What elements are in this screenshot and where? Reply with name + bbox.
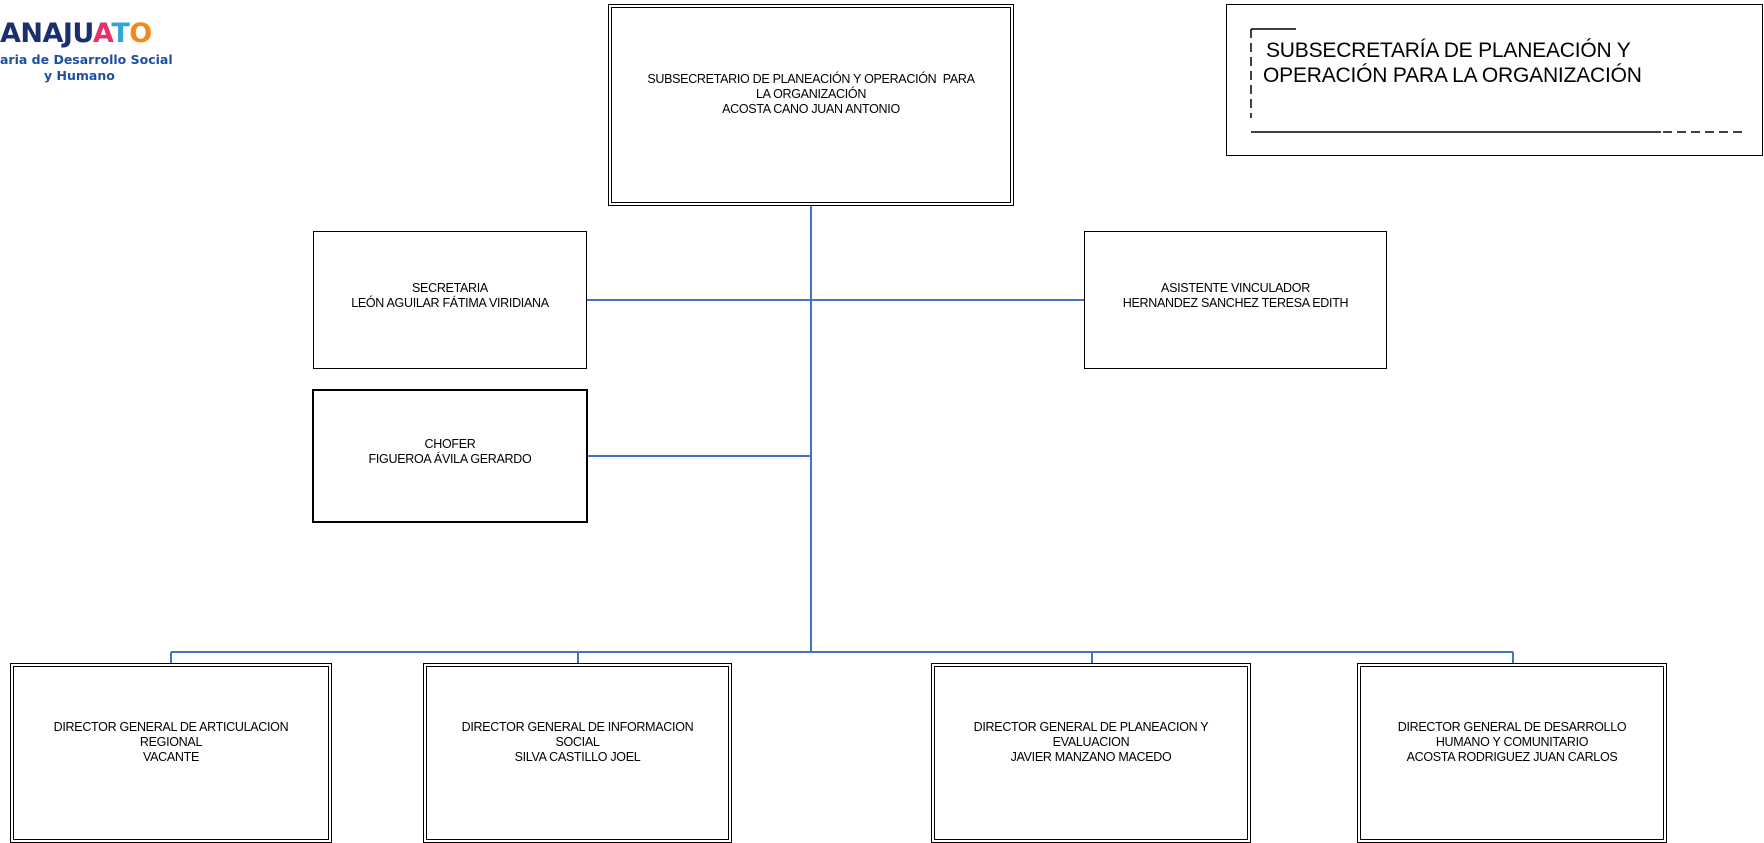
node-chofer: CHOFER FIGUEROA ÁVILA GERARDO	[312, 389, 588, 523]
node-director-4-name: ACOSTA RODRIGUEZ JUAN CARLOS	[1406, 749, 1618, 764]
node-head-title-line1: SUBSECRETARIO DE PLANEACIÓN Y OPERACIÓN …	[647, 71, 975, 86]
logo-subtitle-line2: y Humano	[44, 68, 115, 83]
organization-logo: ANAJUATO aria de Desarrollo Social y Hum…	[0, 18, 200, 88]
node-director-2-title-line1: DIRECTOR GENERAL DE INFORMACION	[461, 719, 694, 734]
node-asistente-name: HERNANDEZ SANCHEZ TERESA EDITH	[1122, 296, 1349, 310]
node-director-articulacion-regional: DIRECTOR GENERAL DE ARTICULACION REGIONA…	[10, 663, 332, 843]
page-title: SUBSECRETARÍA DE PLANEACIÓN Y OPERACIÓN …	[1263, 38, 1642, 88]
node-director-2-title-line2: SOCIAL	[555, 734, 600, 749]
node-asistente-title: ASISTENTE VINCULADOR	[1161, 281, 1310, 295]
node-director-1-title-line1: DIRECTOR GENERAL DE ARTICULACION	[53, 719, 289, 734]
node-director-informacion-social: DIRECTOR GENERAL DE INFORMACION SOCIAL S…	[423, 663, 732, 843]
title-block-frame	[1226, 4, 1763, 156]
node-director-4-title-line1: DIRECTOR GENERAL DE DESARROLLO	[1397, 719, 1627, 734]
node-director-3-title-line2: EVALUACION	[1052, 734, 1130, 749]
page-title-line1: SUBSECRETARÍA DE PLANEACIÓN Y	[1266, 39, 1631, 62]
node-director-3-title-line1: DIRECTOR GENERAL DE PLANEACION Y	[973, 719, 1209, 734]
node-head-name: ACOSTA CANO JUAN ANTONIO	[722, 101, 900, 116]
node-director-2-name: SILVA CASTILLO JOEL	[514, 749, 641, 764]
node-director-3-name: JAVIER MANZANO MACEDO	[1010, 749, 1172, 764]
node-head-title-line2: LA ORGANIZACIÓN	[755, 86, 867, 101]
node-secretaria-title: SECRETARIA	[412, 281, 488, 295]
node-chofer-title: CHOFER	[424, 437, 476, 451]
node-head-subsecretario: SUBSECRETARIO DE PLANEACIÓN Y OPERACIÓN …	[608, 4, 1014, 206]
node-secretaria-name: LEÓN AGUILAR FÁTIMA VIRIDIANA	[351, 296, 549, 310]
node-director-1-title-line2: REGIONAL	[139, 734, 203, 749]
node-director-planeacion-evaluacion: DIRECTOR GENERAL DE PLANEACION Y EVALUAC…	[931, 663, 1251, 843]
node-director-1-name: VACANTE	[142, 749, 199, 764]
node-director-4-title-line2: HUMANO Y COMUNITARIO	[1435, 734, 1589, 749]
node-chofer-name: FIGUEROA ÁVILA GERARDO	[368, 452, 532, 466]
node-asistente-vinculador: ASISTENTE VINCULADOR HERNANDEZ SANCHEZ T…	[1084, 231, 1387, 369]
node-secretaria: SECRETARIA LEÓN AGUILAR FÁTIMA VIRIDIANA	[313, 231, 587, 369]
node-director-desarrollo-humano: DIRECTOR GENERAL DE DESARROLLO HUMANO Y …	[1357, 663, 1667, 843]
logo-wordmark: ANAJUATO	[0, 18, 152, 49]
logo-subtitle-line1: aria de Desarrollo Social	[0, 52, 173, 67]
page-title-line2: OPERACIÓN PARA LA ORGANIZACIÓN	[1263, 64, 1642, 87]
